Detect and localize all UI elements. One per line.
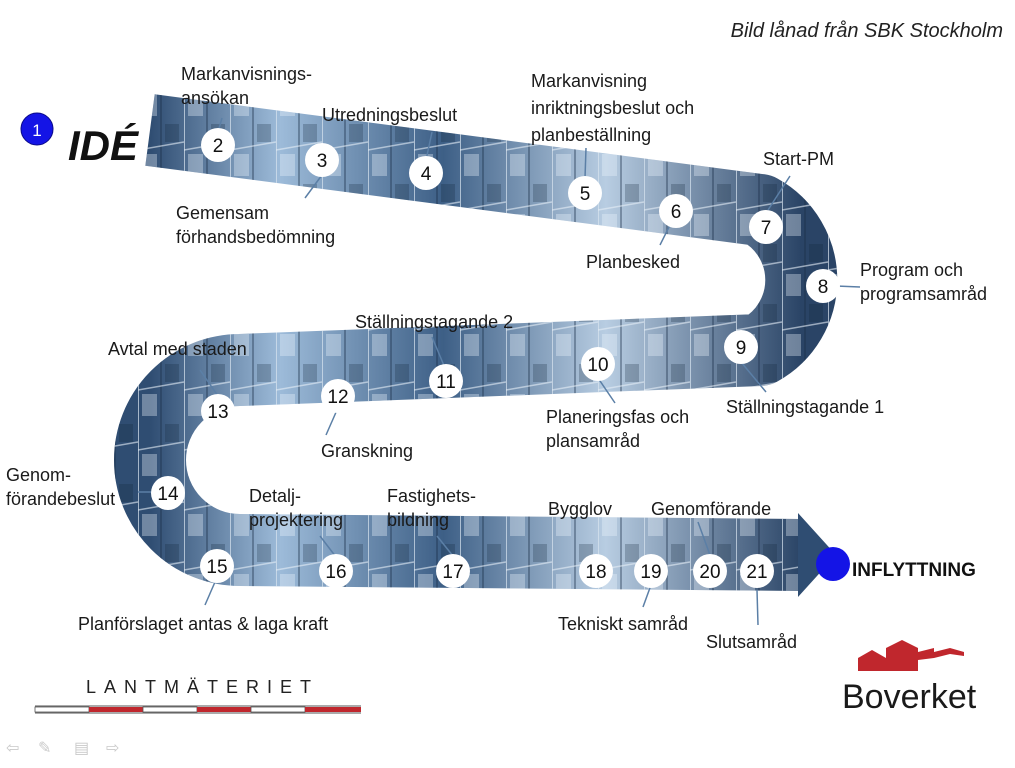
step-marker: 20	[693, 554, 727, 588]
step-number: 19	[640, 562, 661, 583]
step-number: 11	[436, 372, 456, 393]
step-marker: 15	[200, 549, 234, 583]
step-marker: 8	[806, 269, 840, 303]
step-label-6: Planbesked	[586, 252, 681, 272]
step-number: 16	[325, 562, 346, 583]
step-number: 14	[157, 484, 179, 505]
step-number: 6	[671, 202, 682, 223]
step-label-19: Tekniskt samråd	[558, 614, 689, 634]
step-number: 20	[699, 562, 720, 583]
step-label-20: Genomförande	[651, 499, 772, 519]
step-marker: 10	[581, 347, 615, 381]
step-marker: 18	[579, 554, 613, 588]
step-number: 4	[421, 164, 432, 185]
step-number: 18	[585, 562, 606, 583]
step-marker: 12	[321, 379, 355, 413]
step-number: 13	[207, 402, 228, 423]
step-number: 7	[761, 218, 772, 239]
step-label-18: Bygglov	[548, 499, 613, 519]
leader-lines	[138, 117, 861, 626]
arrow-left-icon[interactable]: ⇦	[6, 740, 20, 757]
step-marker: 16	[319, 554, 353, 588]
boverket-logo: Boverket	[842, 640, 977, 716]
end-word: INFLYTTNING	[852, 560, 976, 581]
step-marker: 19	[634, 554, 668, 588]
step-marker: 5	[568, 176, 602, 210]
boverket-wordmark: Boverket	[842, 678, 977, 716]
start-number: 1	[32, 121, 41, 140]
step-marker: 17	[436, 554, 470, 588]
road	[114, 94, 838, 597]
step-label-17: Fastighets-bildning	[387, 486, 477, 530]
step-label-21: Slutsamråd	[706, 632, 798, 652]
step-number: 12	[327, 387, 348, 408]
step-markers: 2 3 4 5 6 7 8 9 10 11 12 13 14 15 16 17 …	[151, 128, 840, 588]
pen-icon[interactable]: ✎	[38, 740, 52, 757]
menu-icon[interactable]: ▤	[74, 740, 90, 757]
step-label-13: Avtal med staden	[108, 339, 247, 359]
step-label-15: Planförslaget antas & laga kraft	[78, 614, 329, 634]
arrow-right-icon[interactable]: ⇨	[106, 740, 120, 757]
step-number: 2	[213, 136, 224, 157]
step-marker: 2	[201, 128, 235, 162]
step-number: 8	[818, 277, 829, 298]
step-number: 10	[587, 355, 608, 376]
start-word: IDÉ	[68, 122, 140, 169]
step-label-11: Ställningstagande 2	[355, 312, 514, 332]
lantmateriet-logo: LANTMÄTERIET	[34, 677, 361, 714]
step-marker: 6	[659, 194, 693, 228]
end-marker	[816, 547, 850, 581]
step-marker: 9	[724, 330, 758, 364]
lantmateriet-wordmark: LANTMÄTERIET	[86, 677, 319, 697]
step-number: 15	[206, 557, 227, 578]
step-number: 17	[442, 562, 463, 583]
step-marker: 21	[740, 554, 774, 588]
step-number: 3	[317, 151, 328, 172]
step-number: 21	[746, 562, 767, 583]
step-number: 5	[580, 184, 591, 205]
step-label-14: Genom-förandebeslut	[6, 465, 116, 509]
step-label-16: Detalj-projektering	[249, 486, 344, 530]
step-marker: 7	[749, 210, 783, 244]
step-label-9: Ställningstagande 1	[726, 397, 885, 417]
road-arrow-head	[798, 513, 836, 597]
step-label-4: Utredningsbeslut	[322, 105, 458, 125]
step-label-7: Start-PM	[763, 149, 835, 169]
start-marker: 1	[20, 112, 54, 146]
step-marker: 14	[151, 476, 185, 510]
roofs-icon	[858, 640, 964, 671]
step-marker: 3	[305, 143, 339, 177]
step-marker: 4	[409, 156, 443, 190]
step-number: 9	[736, 338, 747, 359]
step-marker: 11	[429, 364, 463, 398]
step-marker: 13	[201, 394, 235, 428]
step-label-12: Granskning	[321, 441, 414, 461]
step-label-2: Markanvisnings-ansökan	[181, 64, 313, 108]
image-credit: Bild lånad från SBK Stockholm	[730, 20, 1003, 42]
